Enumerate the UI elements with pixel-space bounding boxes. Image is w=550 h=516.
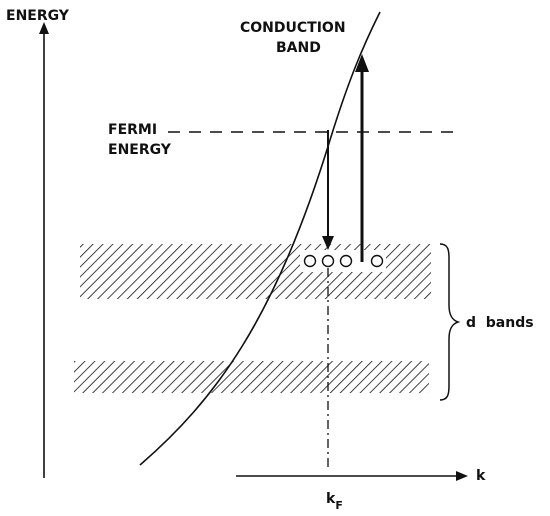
conduction-band-label-1: CONDUCTION: [240, 20, 346, 36]
down-transition-arrow-icon: [322, 236, 334, 250]
k-axis-arrow-icon: [456, 471, 468, 481]
kf-subscript: F: [335, 499, 343, 512]
fermi-label-1: FERMI: [108, 122, 157, 138]
conduction-band-label-2: BAND: [276, 40, 321, 56]
empty-state-4: [370, 254, 384, 268]
kf-label: kF: [326, 491, 343, 512]
empty-state-3: [339, 254, 353, 268]
d-bands-brace: [439, 243, 461, 401]
conduction-band-curve: [139, 11, 381, 466]
kf-main: k: [326, 491, 336, 507]
k-axis-label: k: [476, 468, 486, 484]
empty-state-1: [303, 254, 317, 268]
energy-axis-label: ENERGY: [6, 8, 70, 24]
fermi-label-2: ENERGY: [108, 142, 172, 158]
empty-state-2: [321, 254, 335, 268]
d-bands-label: d bands: [466, 315, 534, 331]
up-transition-arrow-icon: [355, 54, 369, 72]
lower-d-band: [74, 361, 429, 393]
energy-axis-arrow-icon: [39, 22, 49, 34]
empty-states-backdrop: [300, 250, 386, 272]
